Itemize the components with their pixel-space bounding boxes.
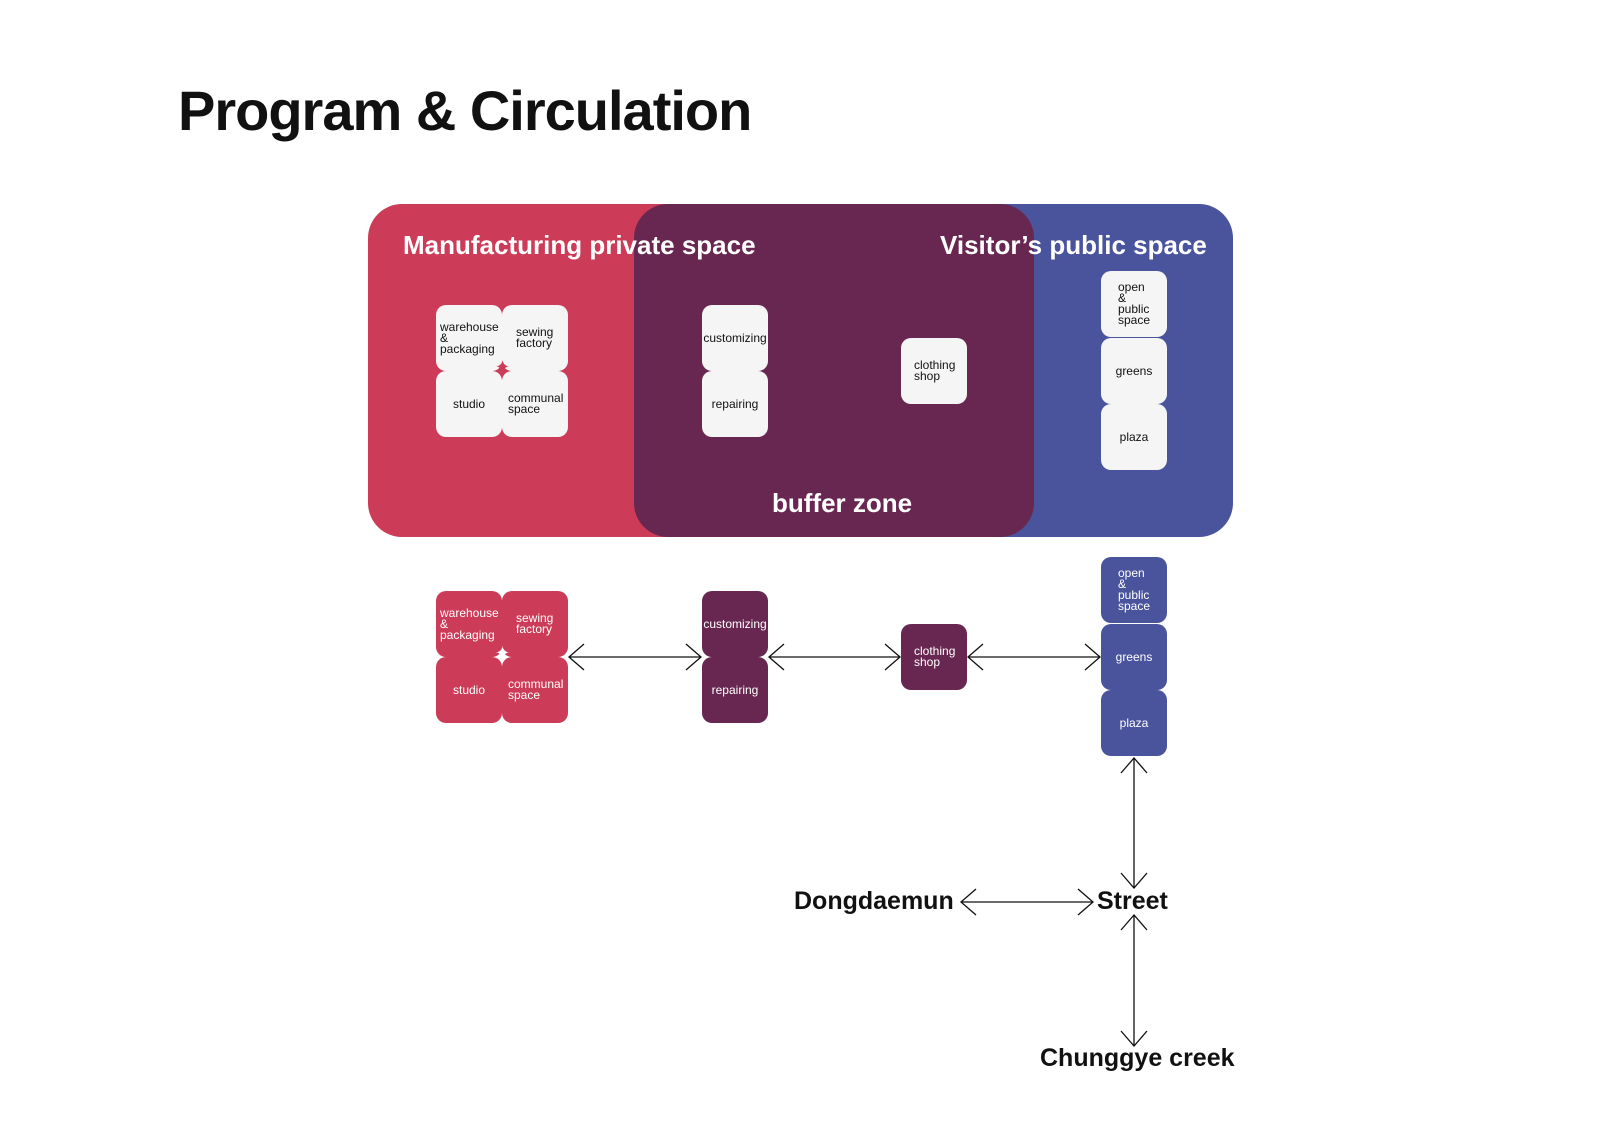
sparkle-icon: ✦ [495, 643, 511, 663]
program-label: open & public space [1118, 566, 1151, 613]
public-zone-label: Visitor’s public space [940, 230, 1207, 260]
place-street: Street [1097, 887, 1168, 915]
flow-box-warehouse: warehouse & packaging [436, 591, 502, 657]
program-box-open-public: open & public space [1101, 271, 1167, 337]
program-label: greens [1115, 363, 1153, 378]
program-label: sewing factory [516, 611, 554, 636]
flow-box-repairing: repairing [702, 657, 768, 723]
program-label: plaza [1119, 429, 1149, 444]
flow-box-studio: studio [436, 657, 502, 723]
program-box-greens: greens [1101, 338, 1167, 404]
program-label: customizing [703, 330, 767, 345]
program-box-communal: communal space [502, 371, 568, 437]
program-box-customizing: customizing [702, 305, 768, 371]
double-arrow-icon [960, 888, 1094, 916]
flow-box-sewing: sewing factory [502, 591, 568, 657]
double-arrow-icon [568, 643, 702, 671]
program-label: repairing [711, 682, 759, 697]
flow-box-clothing-shop: clothing shop [901, 624, 967, 690]
program-label: customizing [703, 616, 767, 631]
program-label: open & public space [1118, 280, 1151, 327]
program-box-warehouse: warehouse & packaging [436, 305, 502, 371]
double-arrow-icon [967, 643, 1101, 671]
program-label: clothing shop [914, 644, 956, 669]
program-label: studio [452, 682, 486, 697]
program-label: communal space [508, 677, 564, 702]
program-label: clothing shop [914, 358, 956, 383]
flow-box-communal: communal space [502, 657, 568, 723]
flow-box-plaza: plaza [1101, 690, 1167, 756]
program-label: communal space [508, 391, 564, 416]
program-label: studio [452, 396, 486, 411]
program-box-repairing: repairing [702, 371, 768, 437]
program-box-sewing: sewing factory [502, 305, 568, 371]
private-zone-label: Manufacturing private space [403, 230, 756, 260]
flow-box-open-public: open & public space [1101, 557, 1167, 623]
flow-box-customizing: customizing [702, 591, 768, 657]
place-chunggye-creek: Chunggye creek [1040, 1044, 1235, 1072]
double-arrow-icon [1120, 914, 1148, 1047]
program-box-plaza: plaza [1101, 404, 1167, 470]
program-label: greens [1115, 649, 1153, 664]
page-title: Program & Circulation [178, 79, 752, 142]
double-arrow-icon [768, 643, 901, 671]
program-label: warehouse & packaging [440, 605, 499, 642]
buffer-zone [634, 204, 1034, 537]
place-dongdaemun: Dongdaemun [794, 887, 954, 915]
program-box-clothing-shop: clothing shop [901, 338, 967, 404]
program-label: repairing [711, 396, 759, 411]
program-box-studio: studio [436, 371, 502, 437]
program-label: plaza [1119, 715, 1149, 730]
flow-box-greens: greens [1101, 624, 1167, 690]
program-label: sewing factory [516, 325, 554, 350]
buffer-zone-label: buffer zone [772, 488, 913, 518]
sparkle-icon: ✦ [495, 357, 511, 377]
program-label: warehouse & packaging [440, 319, 499, 356]
double-arrow-icon [1120, 757, 1148, 889]
